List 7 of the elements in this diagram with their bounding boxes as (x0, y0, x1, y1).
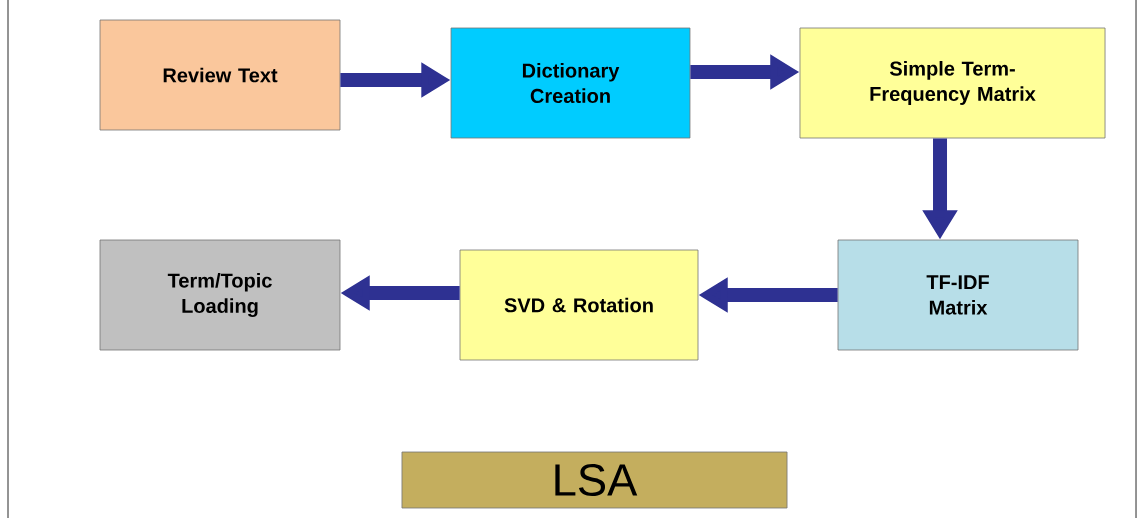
process-box: TF-IDF Matrix (837, 239, 1079, 351)
process-box: Term/Topic Loading (99, 239, 341, 351)
process-box: Dictionary Creation (450, 27, 691, 139)
title-box: LSA (401, 451, 788, 509)
process-box: Simple Term-Frequency Matrix (799, 27, 1106, 139)
process-box: Review Text (99, 19, 341, 131)
process-box: SVD & Rotation (459, 249, 699, 361)
